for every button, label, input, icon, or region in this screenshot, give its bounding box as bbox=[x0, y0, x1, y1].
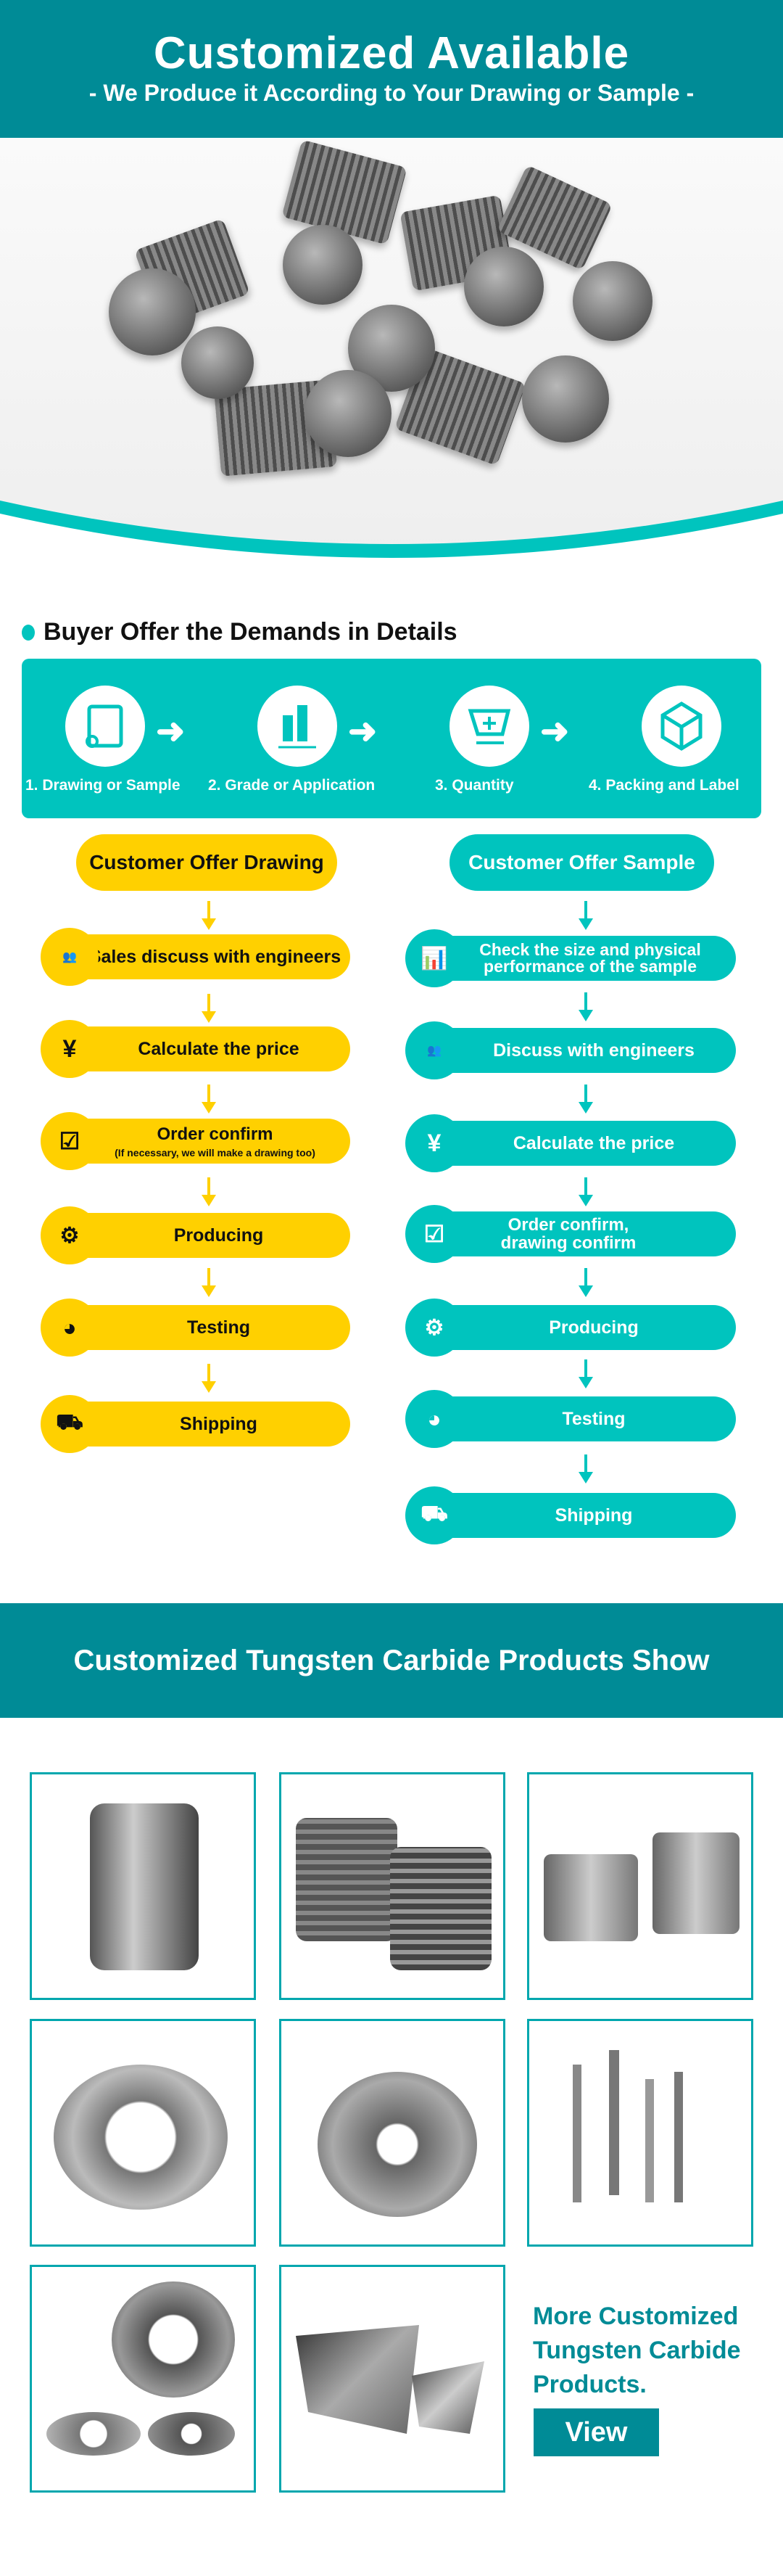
step-text: Sales discuss with engineers bbox=[88, 946, 341, 967]
more-products-text: More Customized Tungsten Carbide Product… bbox=[533, 2303, 741, 2398]
arrow-right-icon: ➜ bbox=[156, 712, 186, 751]
checklist-icon: ☑ bbox=[405, 1205, 463, 1263]
sample-step: ◕ Testing bbox=[405, 1390, 736, 1448]
step-text: Discuss with engineers bbox=[493, 1040, 695, 1061]
demands-panel: ➜ ➜ ➜ 1. Drawing or Sample 2. Grade or A… bbox=[22, 659, 761, 818]
sample-step: ⛟ Shipping bbox=[405, 1486, 736, 1544]
customer-offer-drawing-header: Customer Offer Drawing bbox=[76, 834, 337, 891]
sample-step: ¥ Calculate the price bbox=[405, 1114, 736, 1172]
users-icon: 👥 bbox=[405, 1021, 463, 1079]
step-label: 3. Quantity bbox=[435, 777, 514, 794]
robot-arm-icon: ⚙ bbox=[41, 1206, 99, 1264]
drawing-step: ⛟ Shipping bbox=[41, 1395, 350, 1453]
header-banner: Customized Available - We Produce it Acc… bbox=[0, 0, 783, 138]
arrow-down-icon bbox=[579, 1177, 593, 1206]
arrow-down-icon bbox=[202, 994, 216, 1023]
scroll-icon bbox=[65, 686, 145, 767]
drawing-step: ⚙ Producing bbox=[41, 1206, 350, 1264]
arrow-down-icon bbox=[202, 1268, 216, 1297]
step-text: Testing bbox=[186, 1317, 251, 1338]
step-text: Producing bbox=[173, 1225, 264, 1246]
gauge-icon: ◕ bbox=[405, 1390, 463, 1448]
view-button[interactable]: View bbox=[534, 2408, 659, 2456]
arrow-down-icon bbox=[579, 901, 593, 930]
sample-step: ☑ Order confirm, drawing confirm bbox=[405, 1205, 736, 1263]
arrow-down-icon bbox=[579, 1454, 593, 1484]
monitor-chart-icon: 📊 bbox=[405, 929, 463, 987]
arrow-down-icon bbox=[202, 901, 216, 930]
product-image[interactable] bbox=[279, 2019, 505, 2247]
step-label: 2. Grade or Application bbox=[208, 777, 376, 794]
arrow-right-icon: ➜ bbox=[540, 712, 570, 751]
users-icon: 👥 bbox=[41, 928, 99, 986]
product-image[interactable] bbox=[30, 2265, 256, 2493]
arrow-down-icon bbox=[202, 1085, 216, 1114]
arrow-down-icon bbox=[202, 1177, 216, 1206]
arrow-down-icon bbox=[202, 1364, 216, 1393]
product-image[interactable] bbox=[279, 2265, 505, 2493]
drawing-step: ◕ Testing bbox=[41, 1299, 350, 1357]
yen-icon: ¥ bbox=[405, 1114, 463, 1172]
product-image[interactable] bbox=[527, 1772, 753, 2000]
cart-icon bbox=[450, 686, 529, 767]
step-note: (If necessary, we will make a drawing to… bbox=[115, 1146, 315, 1159]
step-text: Calculate the price bbox=[138, 1038, 299, 1059]
customer-offer-sample-header: Customer Offer Sample bbox=[450, 834, 714, 891]
step-text: Shipping bbox=[555, 1505, 633, 1526]
demands-heading: Buyer Offer the Demands in Details bbox=[22, 618, 457, 646]
drawing-step: ¥ Calculate the price bbox=[41, 1020, 350, 1078]
gauge-icon: ◕ bbox=[41, 1299, 99, 1357]
step-text: Order confirm, drawing confirm bbox=[500, 1214, 637, 1253]
page-title: Customized Available bbox=[153, 28, 630, 78]
bar-chart-icon bbox=[257, 686, 337, 767]
arrow-right-icon: ➜ bbox=[348, 712, 378, 751]
robot-arm-icon: ⚙ bbox=[405, 1299, 463, 1357]
checklist-icon: ☑ bbox=[41, 1112, 99, 1170]
product-image[interactable] bbox=[30, 1772, 256, 2000]
arrow-down-icon bbox=[579, 992, 593, 1021]
drawing-step: ☑ Order confirm (If necessary, we will mak… bbox=[41, 1112, 350, 1170]
step-label: 4. Packing and Label bbox=[589, 777, 740, 794]
sample-step: 👥 Discuss with engineers bbox=[405, 1021, 736, 1079]
product-image[interactable] bbox=[279, 1772, 505, 2000]
step-text: Check the size and physical performance … bbox=[479, 940, 701, 976]
arrow-down-icon bbox=[579, 1085, 593, 1114]
demands-heading-text: Buyer Offer the Demands in Details bbox=[44, 618, 457, 646]
hero-product-photo bbox=[0, 138, 783, 566]
step-text: Shipping bbox=[180, 1413, 257, 1434]
step-text: Calculate the price bbox=[513, 1132, 675, 1153]
product-image[interactable] bbox=[30, 2019, 256, 2247]
arrow-down-icon bbox=[579, 1268, 593, 1297]
bullet-dot-icon bbox=[22, 624, 35, 641]
teal-wave bbox=[0, 501, 783, 566]
products-show-banner: Customized Tungsten Carbide Products Sho… bbox=[0, 1603, 783, 1718]
box-icon bbox=[642, 686, 721, 767]
truck-icon: ⛟ bbox=[405, 1486, 463, 1544]
step-text: Testing bbox=[562, 1408, 626, 1429]
sample-step: ⚙ Producing bbox=[405, 1299, 736, 1357]
yen-icon: ¥ bbox=[41, 1020, 99, 1078]
step-text: Order confirm bbox=[157, 1124, 273, 1144]
step-text: Producing bbox=[549, 1317, 639, 1338]
arrow-down-icon bbox=[579, 1359, 593, 1388]
step-label: 1. Drawing or Sample bbox=[25, 777, 181, 794]
sample-step: 📊 Check the size and physical performance… bbox=[405, 929, 736, 987]
page-subtitle: - We Produce it According to Your Drawin… bbox=[88, 80, 695, 106]
drawing-step: 👥Sales discuss with engineers bbox=[41, 928, 350, 986]
truck-icon: ⛟ bbox=[41, 1395, 99, 1453]
product-image[interactable] bbox=[527, 2019, 753, 2247]
